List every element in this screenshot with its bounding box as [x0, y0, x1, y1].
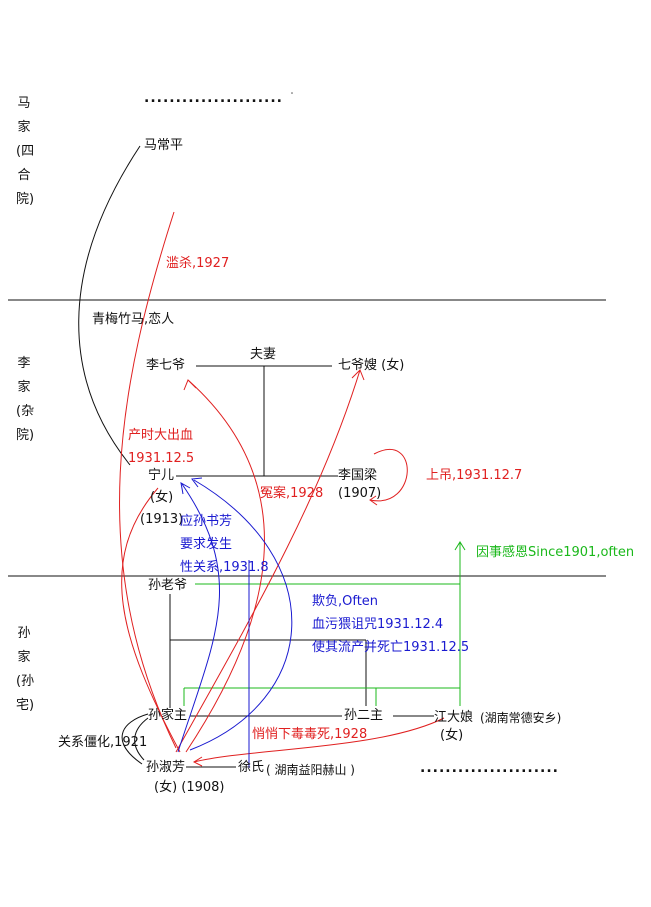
- qifu-curve: [177, 483, 220, 753]
- qiaoqiao-curve: [193, 717, 445, 763]
- guanxi-curve-1: [121, 713, 149, 765]
- person-sun-jiazhu: 孙家主: [148, 708, 188, 723]
- relation-lansha: 滥杀,1927: [166, 256, 230, 271]
- person-qiye-sao: 七爷嫂 (女): [338, 358, 405, 373]
- relation-qingmei: 青梅竹马,恋人: [92, 312, 175, 327]
- qiaoqiao-arrowhead: [192, 756, 203, 767]
- relation-xuewu-1: 血污猥诅咒1931.12.4: [312, 617, 444, 632]
- guanxi-curve-2: [134, 717, 149, 761]
- relation-qifu: 欺负,Often: [312, 594, 379, 609]
- to-qiyesao-arrowhead: [351, 369, 365, 381]
- person-li-qiye: 李七爷: [146, 358, 186, 373]
- shangdiao-arrowhead: [369, 495, 378, 506]
- yingsun-curve: [189, 479, 293, 751]
- to-qiye-arrowhead: [183, 379, 197, 391]
- stray-dot: [291, 92, 293, 94]
- yingsun-arrowhead: [191, 477, 203, 488]
- person-li-guoliang: 李国梁: [338, 468, 378, 483]
- person-ninger-year: (1913): [140, 512, 184, 527]
- black-lines: [78, 145, 434, 768]
- to-qiye-curve: [185, 379, 265, 753]
- relation-qiaoqiao: 悄悄下毒毒死,1928: [252, 727, 368, 742]
- ellipsis-top: ......................: [144, 90, 284, 106]
- relation-shangdiao: 上吊,1931.12.7: [426, 468, 523, 483]
- lansha-curve: [119, 211, 177, 749]
- relation-chanshi-1: 产时大出血: [128, 428, 194, 443]
- person-sun-erzhu: 孙二主: [344, 708, 384, 723]
- person-jiang-daniang: 江大娘: [434, 710, 474, 725]
- person-xu-origin: ( 湖南益阳赫山 ): [266, 763, 355, 777]
- relation-xuewu-2: 使其流产并死亡1931.12.5: [312, 640, 470, 655]
- person-sun-shufang: 孙淑芳: [146, 760, 186, 775]
- section-li: 李 家 (杂 院): [16, 356, 35, 443]
- relation-guanxi: 关系僵化,1921: [58, 735, 148, 750]
- qingmei-curve: [78, 145, 141, 466]
- relation-yinshi: 因事感恩Since1901,often: [476, 545, 635, 560]
- section-sun: 孙 家 (孙 宅): [16, 626, 35, 713]
- relation-yingsun-1: 应孙书芳: [180, 514, 233, 529]
- person-ninger: 宁儿: [148, 468, 175, 483]
- relation-chanshi-2: 1931.12.5: [128, 451, 195, 466]
- section-ma: 马 家 (四 合 院): [16, 96, 35, 207]
- person-xu-shi: 徐氏: [238, 760, 265, 775]
- ellipsis-bottom: ......................: [420, 760, 560, 776]
- person-sun-shufang-info: (女) (1908): [154, 780, 225, 795]
- person-sun-laoye: 孙老爷: [148, 578, 188, 593]
- shangdiao-loop: [369, 449, 408, 502]
- chanshi-curve: [121, 487, 181, 753]
- relation-yingsun-2: 要求发生: [180, 537, 233, 552]
- blue-lines: [177, 477, 293, 768]
- person-li-guoliang-year: (1907): [338, 486, 382, 501]
- red-lines: [119, 211, 445, 767]
- person-ma-changping: 马常平: [144, 138, 184, 153]
- person-jiang-sex: (女): [440, 728, 464, 743]
- person-jiang-origin: (湖南常德安乡): [480, 711, 562, 725]
- qifu-arrowhead: [180, 482, 191, 495]
- relation-fuqi: 夫妻: [250, 347, 277, 362]
- relation-yingsun-3: 性关系,1931.8: [180, 560, 269, 575]
- to-qiyesao-line: [175, 369, 361, 753]
- green-lines: [183, 541, 466, 706]
- person-ninger-sex: (女): [150, 490, 174, 505]
- relation-yuanan: 冤案,1928: [260, 486, 324, 501]
